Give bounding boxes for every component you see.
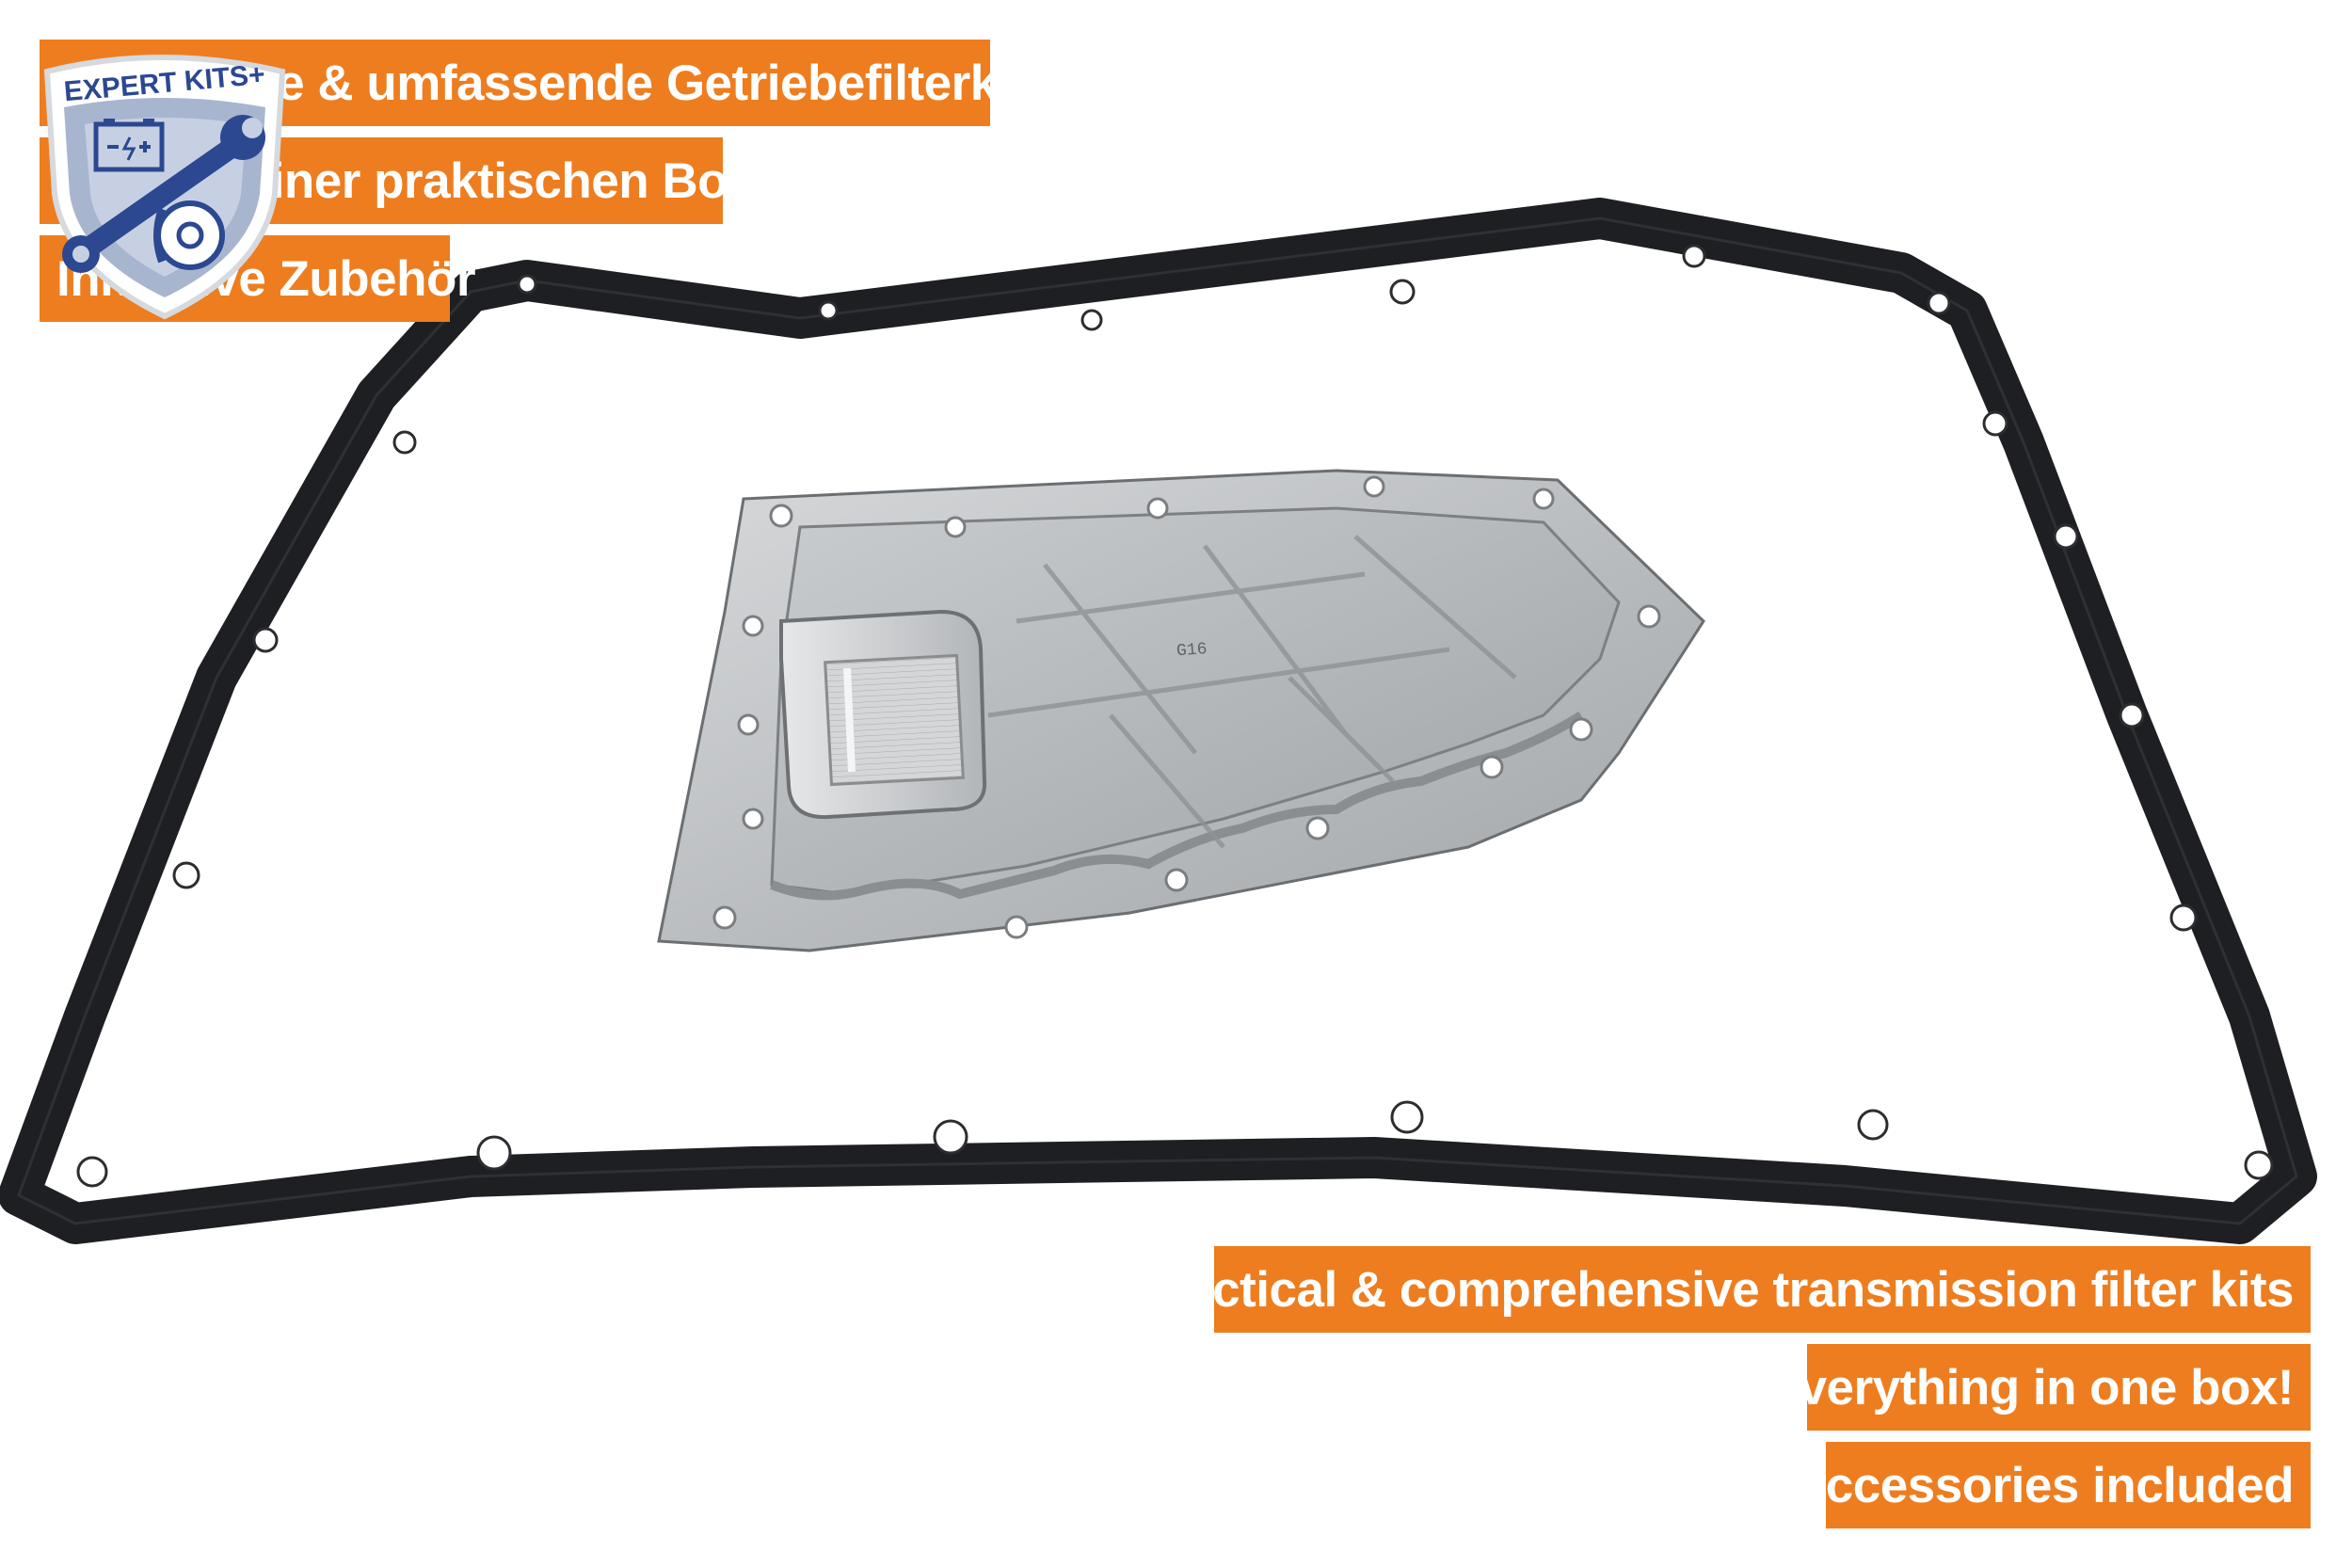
expert-kits-badge: EXPERT KITS+ bbox=[43, 55, 286, 320]
transmission-filter: G16 bbox=[657, 469, 1705, 952]
filter-marking: G16 bbox=[1176, 640, 1208, 661]
pan-gasket bbox=[0, 198, 2317, 1244]
brake-disc-icon bbox=[153, 200, 225, 270]
battery-icon bbox=[93, 119, 165, 172]
label-en-box: Everything in one box! bbox=[1767, 1344, 2311, 1431]
label-en-accessories: Accessories included bbox=[1790, 1442, 2311, 1528]
wrench-icon bbox=[62, 115, 265, 273]
label-en-kits: Practical & comprehensive transmission f… bbox=[1133, 1246, 2311, 1333]
